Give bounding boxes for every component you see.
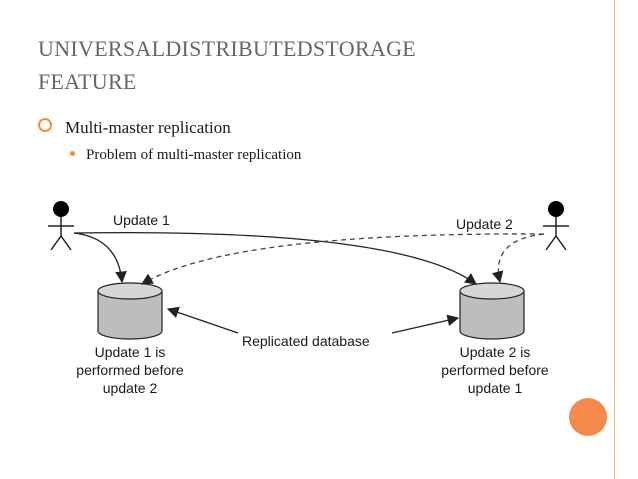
left-user-icon [48, 201, 74, 251]
slide-title: UniversalDistributedStorage Feature [38, 32, 578, 98]
bullet-level-1: Multi-master replication [38, 118, 231, 138]
right-caption-line-3: update 1 [468, 380, 523, 396]
slide-title-line-1: UniversalDistributedStorage [38, 36, 417, 61]
update-2-label: Update 2 [456, 216, 513, 232]
replicated-database-arrows [166, 306, 460, 334]
ring-bullet-icon [38, 118, 52, 132]
dot-bullet-icon [70, 151, 75, 156]
right-user-icon [543, 201, 569, 251]
orange-circle-decoration [569, 398, 607, 436]
left-caption-line-3: update 2 [103, 380, 158, 396]
slide-title-line-2: Feature [38, 69, 137, 94]
left-database-caption: Update 1 is performed before update 2 [76, 344, 184, 396]
left-database-icon [97, 282, 163, 340]
bullet-level-2-text: Problem of multi-master replication [86, 147, 302, 163]
right-database-caption: Update 2 is performed before update 1 [441, 344, 549, 396]
slide-right-rule [614, 0, 615, 479]
replicated-database-label: Replicated database [242, 333, 370, 349]
bullet-level-1-text: Multi-master replication [65, 118, 231, 137]
update-1-arrows [73, 231, 477, 285]
left-caption-line-2: performed before [76, 362, 184, 378]
left-caption-line-1: Update 1 is [95, 344, 166, 360]
right-database-icon [459, 282, 525, 340]
update-1-label: Update 1 [113, 212, 170, 228]
bullet-level-2: Problem of multi-master replication [70, 147, 301, 164]
right-caption-line-2: performed before [441, 362, 549, 378]
right-caption-line-1: Update 2 is [460, 344, 531, 360]
update-2-arrows [140, 233, 545, 285]
